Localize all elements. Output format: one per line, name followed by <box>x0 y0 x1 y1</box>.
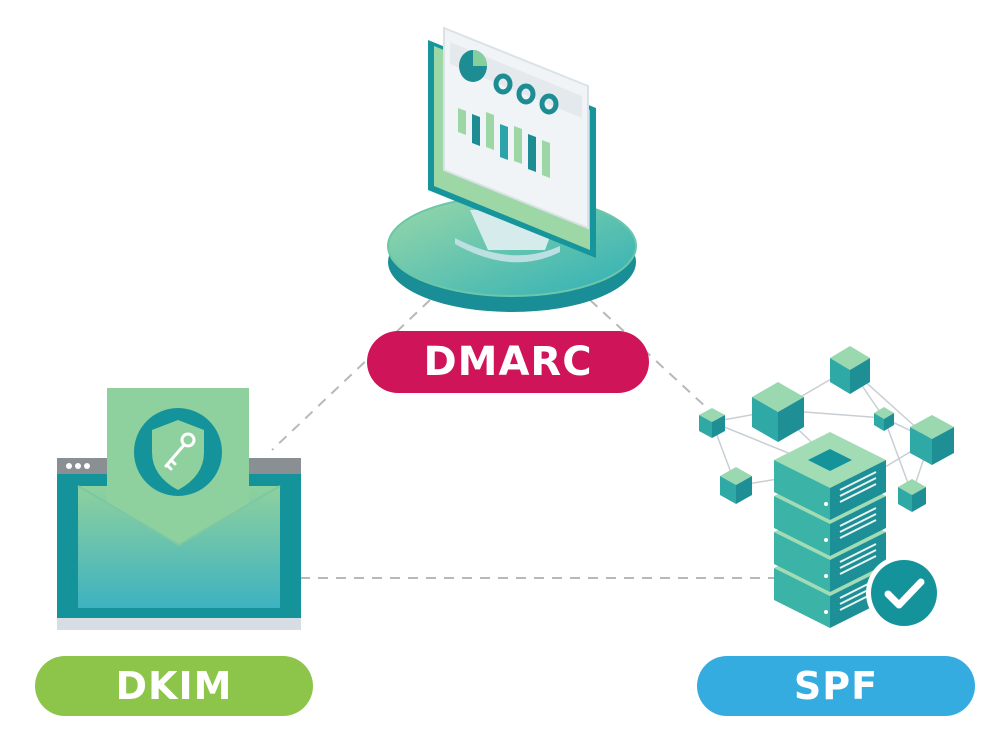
spf-label: SPF <box>697 656 975 716</box>
check-badge-icon <box>866 555 942 631</box>
envelope-key-shield-icon <box>57 388 301 630</box>
dmarc-label: DMARC <box>367 331 649 393</box>
connector-dmarc-spf <box>589 299 721 421</box>
server-network-check-icon <box>699 346 954 631</box>
connector-lines <box>271 299 790 579</box>
monitor-dashboard-icon <box>387 26 637 312</box>
server-stack <box>774 432 886 628</box>
connector-dmarc-dkim <box>271 299 431 451</box>
dkim-label: DKIM <box>35 656 313 716</box>
network-cubes <box>699 346 954 512</box>
